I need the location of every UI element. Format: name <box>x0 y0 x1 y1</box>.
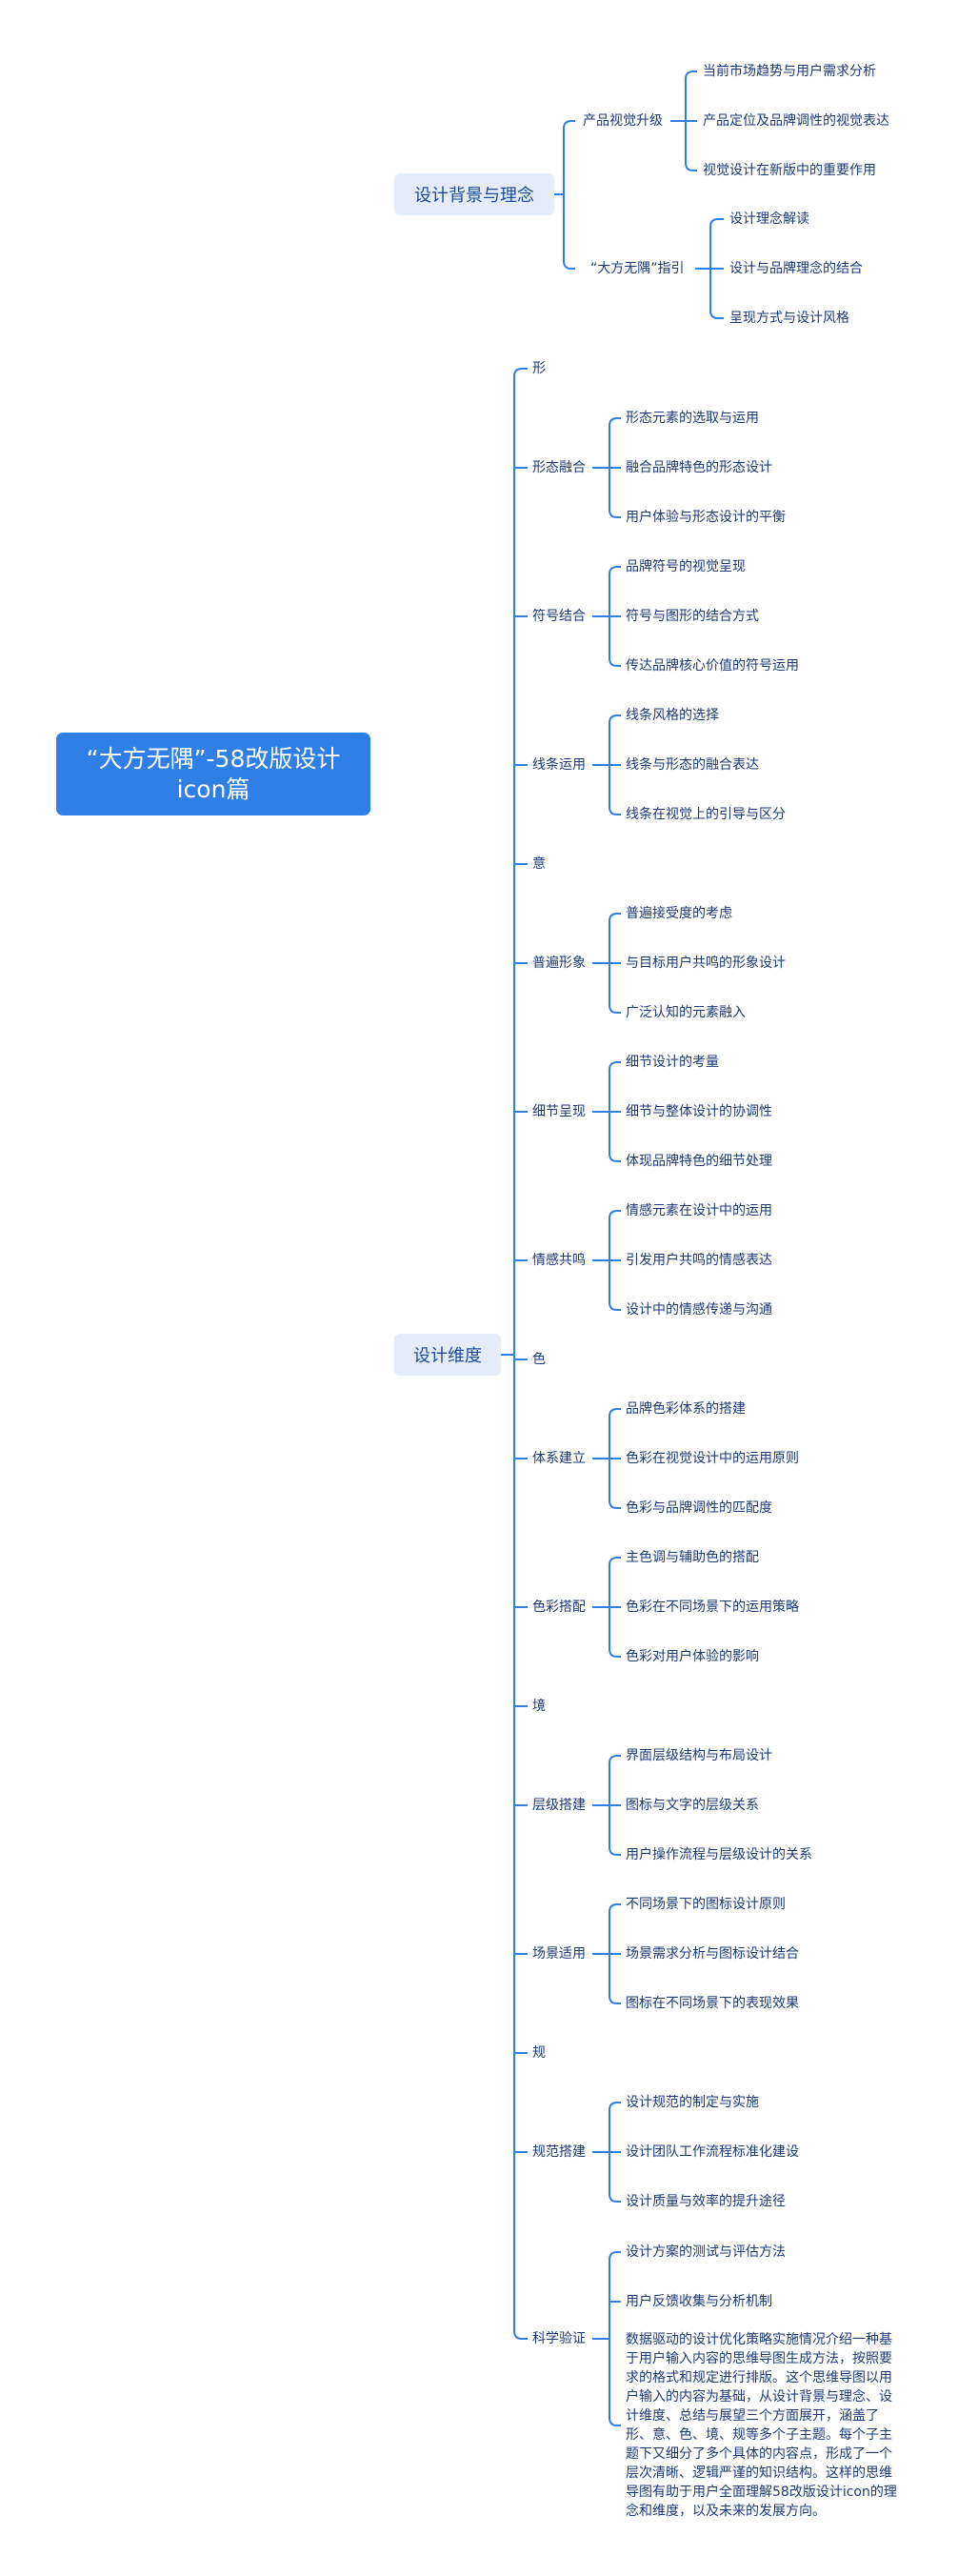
leaf-topic[interactable]: 普遍接受度的考虑 <box>626 906 732 921</box>
dimension-topic[interactable]: 色 <box>532 1352 546 1367</box>
sub-topic[interactable]: “大方无隅”指引 <box>590 261 685 276</box>
leaf-topic[interactable]: 体现品牌特色的细节处理 <box>626 1154 772 1169</box>
sub-topic[interactable]: 产品视觉升级 <box>583 113 663 129</box>
leaf-topic[interactable]: 不同场景下的图标设计原则 <box>626 1897 786 1912</box>
dimension-topic[interactable]: 科学验证 <box>532 2331 586 2346</box>
leaf-topic[interactable]: 设计团队工作流程标准化建设 <box>626 2144 799 2160</box>
branch-dimensions[interactable]: 设计维度 <box>394 1334 501 1376</box>
leaf-topic[interactable]: 色彩与品牌调性的匹配度 <box>626 1500 772 1516</box>
leaf-topic[interactable]: 线条与形态的融合表达 <box>626 757 759 773</box>
leaf-topic[interactable]: 设计中的情感传递与沟通 <box>626 1302 772 1318</box>
leaf-topic[interactable]: 用户反馈收集与分析机制 <box>626 2294 772 2309</box>
branch-label: 设计背景与理念 <box>414 186 534 206</box>
leaf-topic[interactable]: 设计与品牌理念的结合 <box>729 261 863 276</box>
leaf-topic[interactable]: 设计理念解读 <box>729 211 809 227</box>
dimension-topic[interactable]: 层级搭建 <box>532 1798 586 1813</box>
leaf-topic[interactable]: 场景需求分析与图标设计结合 <box>626 1946 799 1962</box>
leaf-topic[interactable]: 界面层级结构与布局设计 <box>626 1748 772 1763</box>
root-title: “大方无隅”-58改版设计icon篇 <box>86 744 341 803</box>
leaf-note[interactable]: 数据驱动的设计优化策略实施情况介绍一种基于用户输入内容的思维导图生成方法，按照要… <box>626 2332 897 2519</box>
dimension-topic[interactable]: 细节呈现 <box>532 1104 586 1119</box>
leaf-topic[interactable]: 融合品牌特色的形态设计 <box>626 460 772 475</box>
leaf-topic[interactable]: 品牌符号的视觉呈现 <box>626 559 746 574</box>
leaf-topic[interactable]: 图标在不同场景下的表现效果 <box>626 1996 799 2011</box>
dimension-topic[interactable]: 体系建立 <box>532 1451 586 1466</box>
leaf-topic[interactable]: 视觉设计在新版中的重要作用 <box>703 163 876 178</box>
dimension-topic[interactable]: 普遍形象 <box>532 956 586 971</box>
dimension-topic[interactable]: 色彩搭配 <box>532 1600 586 1615</box>
branch-background[interactable]: 设计背景与理念 <box>394 173 554 215</box>
leaf-topic[interactable]: 线条风格的选择 <box>626 708 719 723</box>
leaf-topic[interactable]: 符号与图形的结合方式 <box>626 609 759 624</box>
dimension-topic[interactable]: 意 <box>532 856 546 872</box>
leaf-topic[interactable]: 与目标用户共鸣的形象设计 <box>626 956 786 971</box>
leaf-topic[interactable]: 细节与整体设计的协调性 <box>626 1104 772 1119</box>
leaf-topic[interactable]: 细节设计的考量 <box>626 1055 719 1070</box>
leaf-topic[interactable]: 色彩在视觉设计中的运用原则 <box>626 1451 799 1466</box>
dimension-topic[interactable]: 场景适用 <box>532 1946 586 1962</box>
leaf-topic[interactable]: 当前市场趋势与用户需求分析 <box>703 64 876 79</box>
connector-line <box>609 2251 621 2426</box>
leaf-topic[interactable]: 情感元素在设计中的运用 <box>626 1203 772 1218</box>
leaf-topic[interactable]: 引发用户共鸣的情感表达 <box>626 1253 772 1268</box>
dimension-topic[interactable]: 规范搭建 <box>532 2144 586 2160</box>
leaf-topic[interactable]: 广泛认知的元素融入 <box>626 1005 746 1020</box>
leaf-topic[interactable]: 设计方案的测试与评估方法 <box>626 2244 786 2260</box>
leaf-topic[interactable]: 用户操作流程与层级设计的关系 <box>626 1847 812 1862</box>
leaf-topic[interactable]: 传达品牌核心价值的符号运用 <box>626 658 799 674</box>
branch-label: 设计维度 <box>413 1346 482 1366</box>
dimension-topic[interactable]: 形态融合 <box>532 460 586 475</box>
leaf-topic[interactable]: 产品定位及品牌调性的视觉表达 <box>703 113 889 129</box>
dimension-topic[interactable]: 规 <box>532 2045 546 2061</box>
leaf-topic[interactable]: 主色调与辅助色的搭配 <box>626 1550 759 1565</box>
dimension-topic[interactable]: 境 <box>532 1699 546 1714</box>
dimension-topic[interactable]: 符号结合 <box>532 609 586 624</box>
leaf-topic[interactable]: 用户体验与形态设计的平衡 <box>626 510 786 525</box>
leaf-topic[interactable]: 图标与文字的层级关系 <box>626 1798 759 1813</box>
leaf-topic[interactable]: 色彩在不同场景下的运用策略 <box>626 1600 799 1615</box>
dimension-topic[interactable]: 情感共鸣 <box>532 1253 586 1268</box>
leaf-topic[interactable]: 色彩对用户体验的影响 <box>626 1649 759 1664</box>
root-topic[interactable]: “大方无隅”-58改版设计icon篇 <box>56 733 370 815</box>
dimension-topic[interactable]: 形 <box>532 361 546 376</box>
leaf-topic[interactable]: 品牌色彩体系的搭建 <box>626 1401 746 1417</box>
leaf-topic[interactable]: 呈现方式与设计风格 <box>729 311 849 326</box>
leaf-topic[interactable]: 线条在视觉上的引导与区分 <box>626 807 786 822</box>
leaf-topic[interactable]: 设计规范的制定与实施 <box>626 2095 759 2110</box>
leaf-topic[interactable]: 形态元素的选取与运用 <box>626 411 759 426</box>
leaf-topic[interactable]: 设计质量与效率的提升途径 <box>626 2194 786 2209</box>
connector-line <box>563 120 575 270</box>
connector-line <box>513 368 528 2340</box>
dimension-topic[interactable]: 线条运用 <box>532 757 586 773</box>
